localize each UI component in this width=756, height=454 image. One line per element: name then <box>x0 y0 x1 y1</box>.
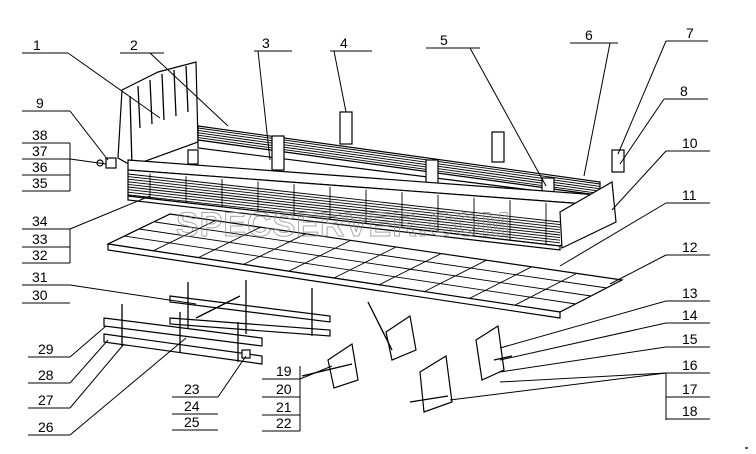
callout-19: 19 <box>276 363 292 379</box>
sub-frame <box>169 280 331 337</box>
callout-6: 6 <box>585 27 593 43</box>
rear-bumper <box>103 304 263 365</box>
callout-9: 9 <box>36 95 44 111</box>
watermark: SPECSERVER.COM <box>176 206 511 244</box>
callout-33: 33 <box>32 231 48 247</box>
callouts: 1 2 3 4 5 6 7 8 9 10 11 12 13 <box>22 25 710 436</box>
cargo-body-drawing <box>96 61 625 413</box>
rear-side-panel <box>197 125 611 201</box>
callout-25: 25 <box>184 414 200 430</box>
callout-22: 22 <box>276 415 292 431</box>
callout-14: 14 <box>682 307 698 323</box>
callout-30: 30 <box>32 287 48 303</box>
callout-11: 11 <box>682 187 697 203</box>
callout-37: 37 <box>32 143 48 159</box>
callout-24: 24 <box>184 398 200 414</box>
floor-frame <box>105 213 624 319</box>
front-headboard <box>117 61 199 167</box>
callout-29: 29 <box>38 341 54 357</box>
callout-32: 32 <box>32 247 48 263</box>
callout-3: 3 <box>262 35 270 51</box>
callout-16: 16 <box>682 357 698 373</box>
callout-13: 13 <box>682 285 698 301</box>
callout-38: 38 <box>32 127 48 143</box>
callout-15: 15 <box>682 331 698 347</box>
callout-5: 5 <box>440 32 448 48</box>
callout-20: 20 <box>276 381 292 397</box>
callout-34: 34 <box>32 213 48 229</box>
callout-27: 27 <box>38 392 54 408</box>
callout-35: 35 <box>32 175 48 191</box>
callout-18: 18 <box>682 403 698 419</box>
callout-23: 23 <box>184 381 200 397</box>
callout-12: 12 <box>682 239 698 255</box>
callout-8: 8 <box>680 83 688 99</box>
callout-31: 31 <box>32 269 48 285</box>
callout-2: 2 <box>130 37 138 53</box>
callout-4: 4 <box>340 35 348 51</box>
callout-26: 26 <box>38 419 54 435</box>
callout-21: 21 <box>276 399 292 415</box>
callout-28: 28 <box>38 367 54 383</box>
callout-1: 1 <box>33 37 41 53</box>
callout-7: 7 <box>686 25 694 41</box>
callout-17: 17 <box>682 381 698 397</box>
callout-36: 36 <box>32 159 48 175</box>
front-side-panel <box>127 159 617 251</box>
callout-10: 10 <box>682 135 698 151</box>
mounting-brackets <box>301 301 513 413</box>
